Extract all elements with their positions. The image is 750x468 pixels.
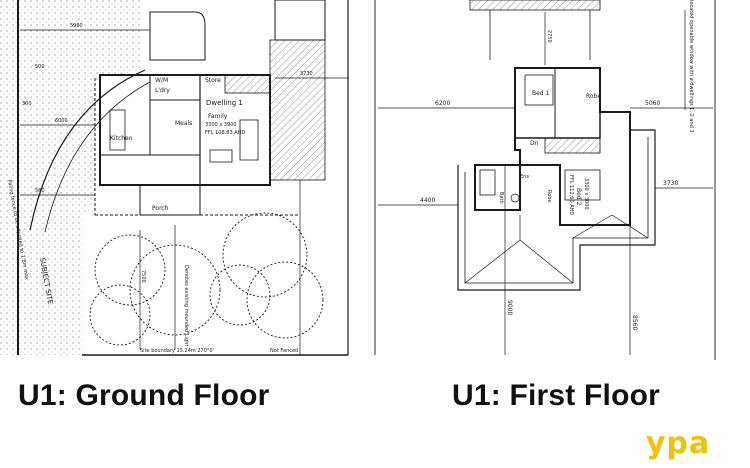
dim-ground-3: 3730 bbox=[300, 71, 313, 77]
roof-outline bbox=[457, 129, 656, 291]
label-dn: Dn bbox=[530, 140, 539, 147]
stair-hatch bbox=[224, 74, 271, 94]
dim-ground-1: 5960 bbox=[70, 23, 83, 29]
label-dwelling: Dwelling 1 bbox=[206, 99, 243, 107]
ypa-logo: ypa bbox=[646, 426, 711, 461]
label-bed2-dims: 3300 x 3000 bbox=[583, 178, 589, 210]
label-bed2: Bed 2 bbox=[575, 188, 582, 206]
label-family-dims: 3300 x 3900 bbox=[205, 122, 237, 128]
label-ldry: L'dry bbox=[155, 87, 170, 94]
label-ens: Ens bbox=[520, 174, 529, 180]
porch-outline bbox=[139, 184, 201, 216]
label-meals: Meals bbox=[175, 120, 192, 127]
label-boundary: Site boundary 15.24m 270°0' bbox=[140, 348, 214, 354]
sofa bbox=[239, 119, 259, 161]
label-tree-note: Denotes existing mounded Light bbox=[183, 265, 189, 346]
label-porch: Porch bbox=[152, 205, 169, 212]
hatched-paving bbox=[269, 39, 326, 181]
label-not-fenced: Not Fenced bbox=[270, 348, 298, 354]
dim-first-6: 8560 bbox=[631, 315, 638, 330]
stair-upper bbox=[544, 137, 601, 154]
dim-first-2: 5060 bbox=[645, 100, 660, 107]
garden-dotted-area bbox=[0, 0, 140, 355]
dim-ground-2: 6000 bbox=[55, 118, 68, 124]
dim-ground-6: 560 bbox=[35, 188, 45, 194]
tree-canopies bbox=[89, 212, 324, 346]
dim-first-4: 3730 bbox=[663, 180, 678, 187]
driveway-curve bbox=[29, 69, 146, 231]
ground-floor-plan bbox=[0, 0, 349, 356]
bed-1-furniture bbox=[524, 74, 554, 106]
label-robe1: Robe bbox=[586, 93, 601, 100]
dim-first-3: 4400 bbox=[420, 197, 435, 204]
label-ffl-first: FFL 112.60 AHD bbox=[568, 175, 574, 215]
label-kitchen: Kitchen bbox=[110, 135, 133, 142]
dim-first-1: 6200 bbox=[435, 100, 450, 107]
label-bath: Bath bbox=[498, 192, 504, 204]
label-bed1: Bed 1 bbox=[532, 90, 550, 97]
bed-2-furniture bbox=[564, 169, 601, 201]
dim-ground-5: 500 bbox=[35, 64, 45, 70]
label-ffl-ground: FFL 108.83 AHD bbox=[205, 130, 245, 136]
caption-first-floor: U1: First Floor bbox=[452, 379, 661, 412]
label-robe2: Robe bbox=[546, 190, 552, 203]
dim-first-5: 9000 bbox=[506, 300, 513, 315]
bath-fixture bbox=[479, 169, 496, 196]
caption-ground-floor: U1: Ground Floor bbox=[18, 379, 270, 412]
label-window-note: located openable window with a dwellings… bbox=[688, 0, 694, 133]
label-family: Family bbox=[208, 113, 228, 120]
dim-ground-7: 300 bbox=[22, 101, 32, 107]
label-store: Store bbox=[205, 77, 221, 84]
dim-first-0: 2750 bbox=[546, 30, 552, 43]
label-wm: W/M bbox=[155, 77, 168, 84]
first-floor-plan bbox=[374, 0, 716, 360]
dim-ground-4: 7500 bbox=[140, 270, 146, 283]
car-outline bbox=[149, 11, 206, 61]
driveway-curve-inner bbox=[44, 81, 151, 233]
